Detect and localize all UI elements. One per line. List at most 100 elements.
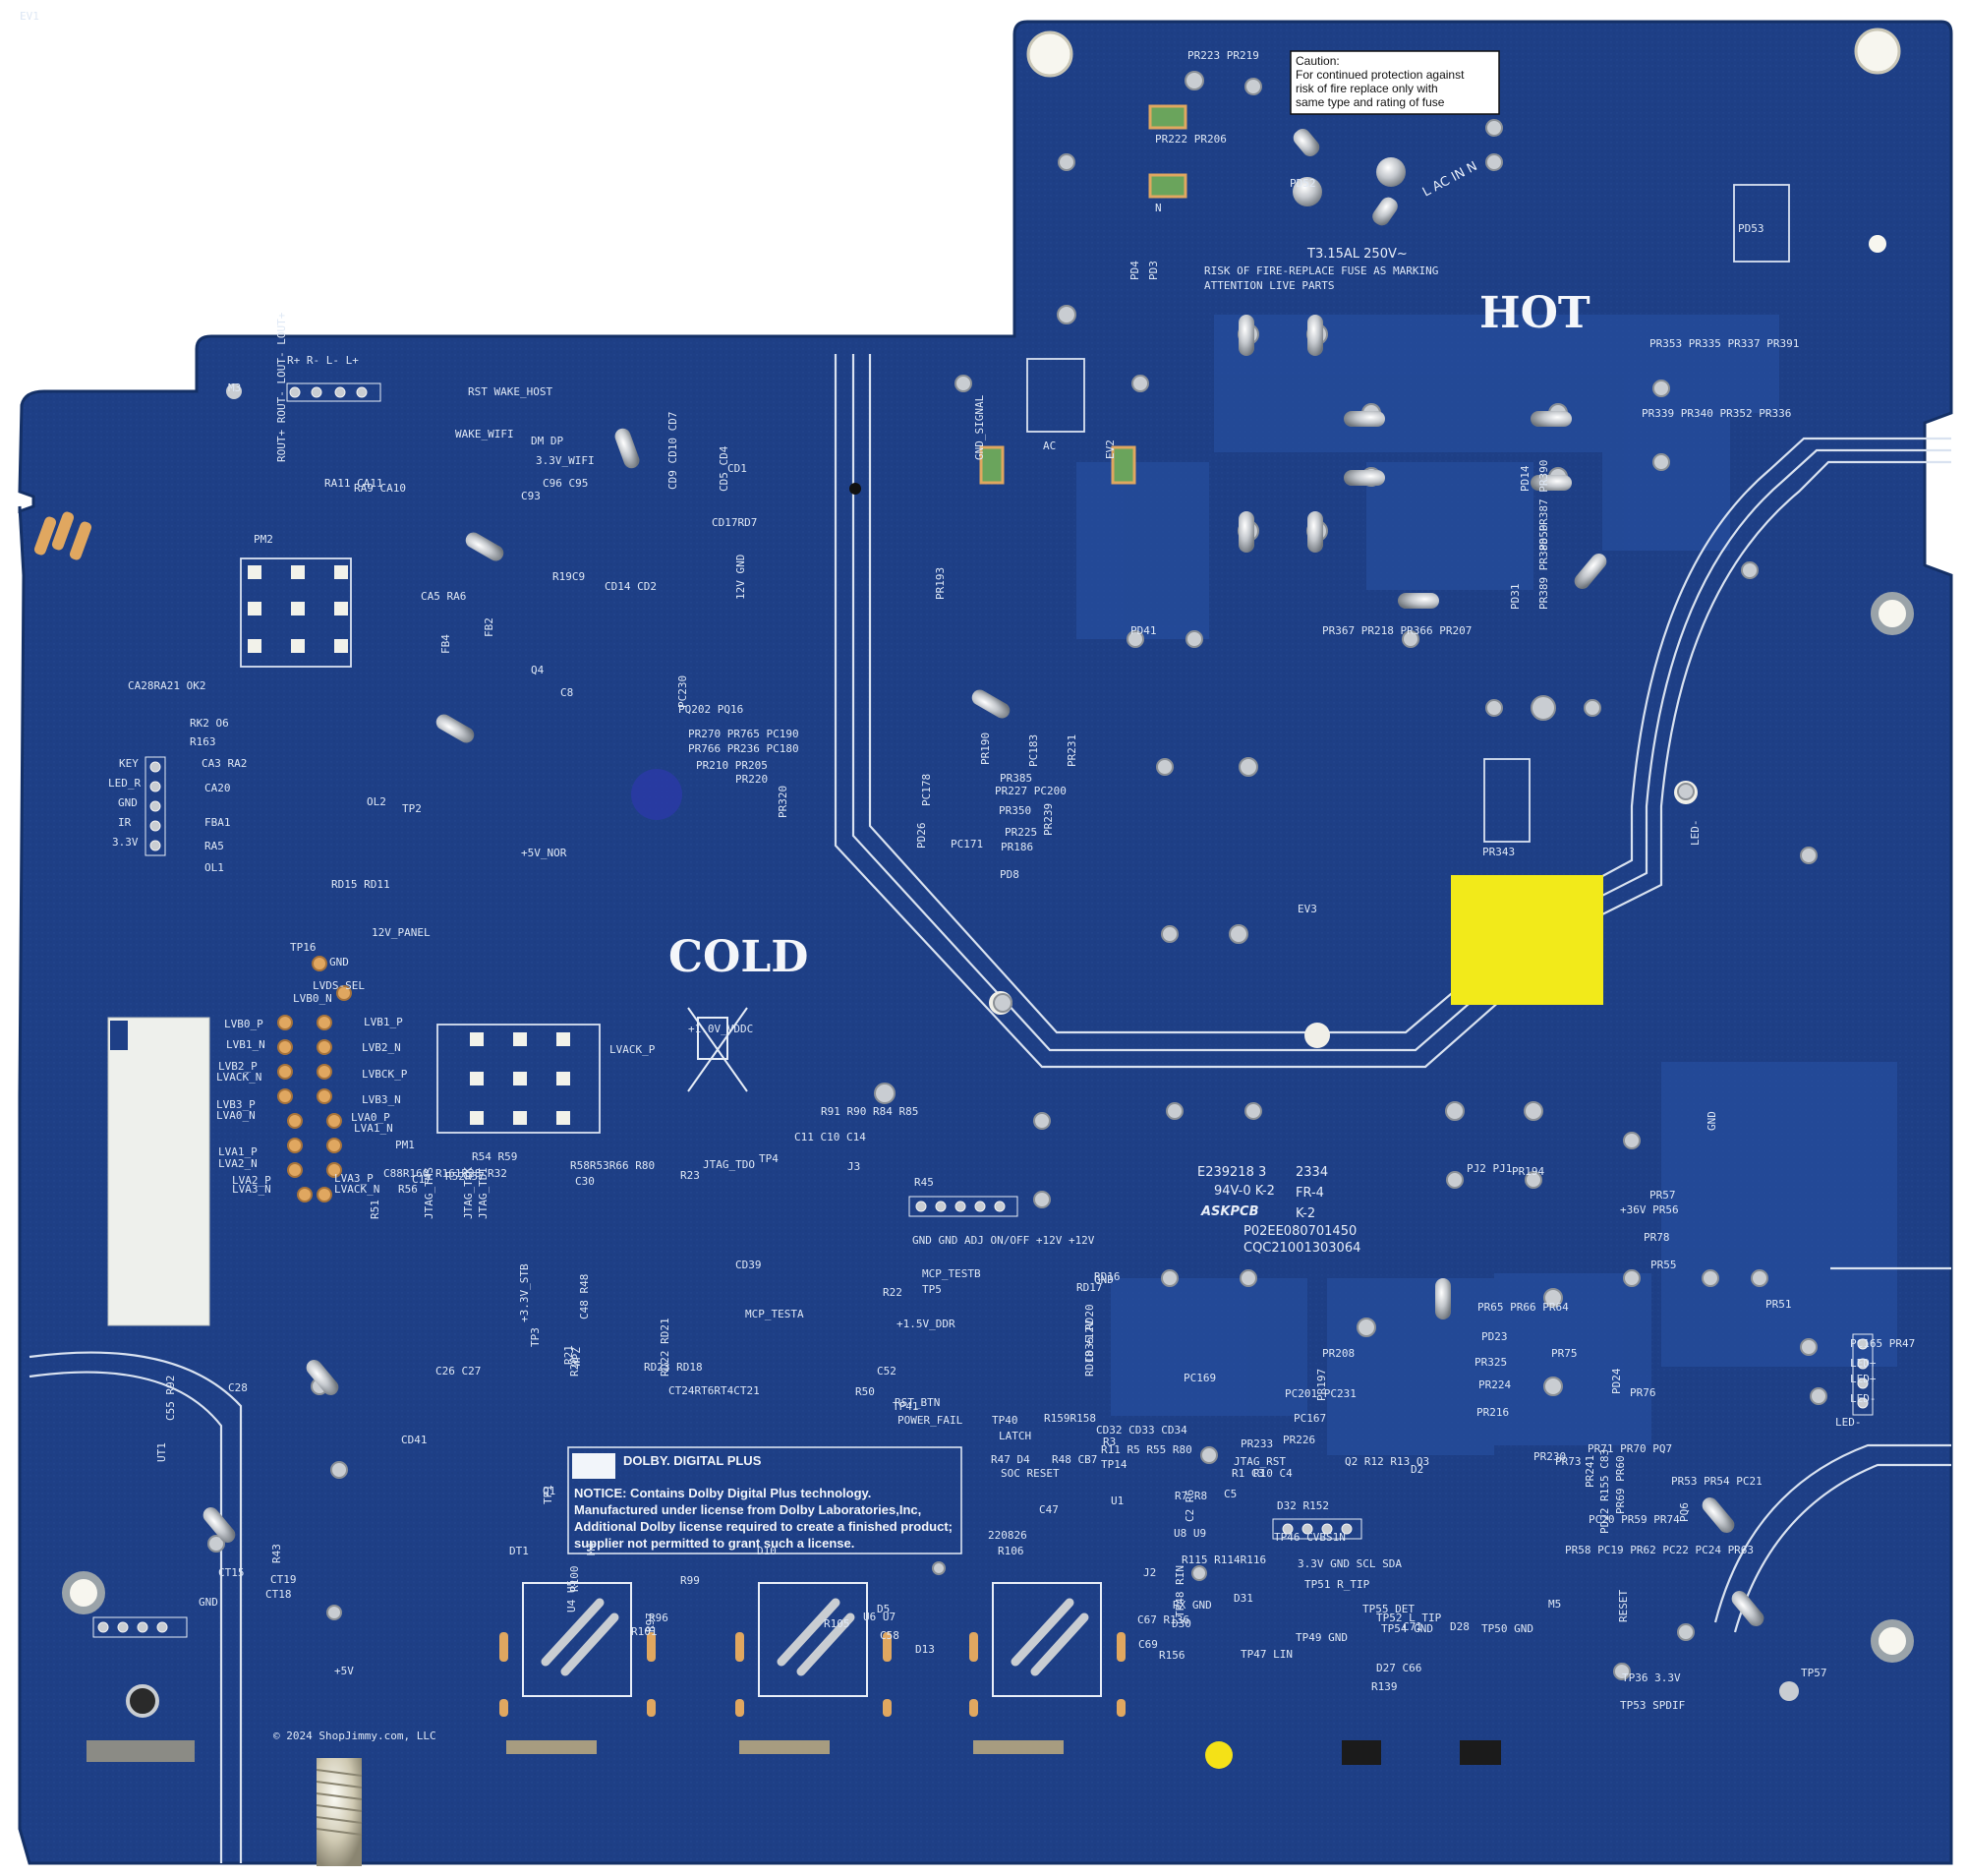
silkscreen-label: R45: [914, 1176, 934, 1189]
silkscreen-label: PQ202 PQ16: [678, 703, 743, 716]
silkscreen-label: FB2: [483, 617, 495, 637]
silkscreen-label: D31: [1234, 1592, 1253, 1605]
silkscreen-label: CT18: [265, 1588, 292, 1601]
silkscreen-label: TP5: [922, 1283, 942, 1296]
silkscreen-label: ROUT+ ROUT- LOUT- LOUT+: [275, 312, 288, 462]
silkscreen-label: M4: [585, 1542, 598, 1555]
silkscreen-label: RD22 RD21: [659, 1318, 671, 1377]
silkscreen-label: RD17: [1076, 1281, 1103, 1294]
lvds-connector: [107, 1017, 210, 1326]
silkscreen-label: U6 U7: [863, 1611, 896, 1623]
silkscreen-label: RST_BTN: [895, 1396, 940, 1409]
cold-label: COLD: [668, 932, 808, 982]
silkscreen-label: PR220: [735, 773, 768, 786]
silkscreen-label: PR76: [1630, 1386, 1656, 1399]
ink-stamp: [631, 769, 682, 820]
silkscreen-label: CD35 RD20: [1083, 1304, 1096, 1363]
silkscreen-label: LVB0_N: [293, 992, 332, 1005]
silkscreen-label: C30: [575, 1175, 595, 1188]
silkscreen-label: J3: [847, 1160, 860, 1173]
silkscreen-label: C5: [1224, 1488, 1237, 1500]
outline-boxes: [240, 184, 1790, 1134]
silkscreen-label: R7 R8: [1175, 1490, 1207, 1502]
silkscreen-label: L: [20, 10, 27, 23]
silkscreen-label: R23: [680, 1169, 700, 1182]
fuse-rating: T3.15AL 250V~: [1306, 247, 1408, 262]
silkscreen-label: PC165 PR47: [1850, 1337, 1915, 1350]
silkscreen-label: LED+: [1850, 1357, 1877, 1370]
silkscreen-label: OL1: [204, 861, 224, 874]
silkscreen-label: PD26: [915, 823, 928, 850]
silkscreen-label: Q4: [531, 664, 545, 676]
oblong-pads: [202, 315, 1764, 1626]
silkscreen-label: C47: [1039, 1503, 1059, 1516]
silkscreen-label: PR55: [1650, 1259, 1677, 1271]
silkscreen-label: RESET: [1617, 1590, 1630, 1622]
silkscreen-label: CT19: [270, 1573, 297, 1586]
silkscreen-label: DT1: [509, 1545, 529, 1557]
caution-line: same type and rating of fuse: [1296, 95, 1445, 109]
silkscreen-label: CA5 RA6: [421, 590, 466, 603]
silkscreen-label: CD14 CD2: [605, 580, 657, 593]
dolby-line: supplier not permitted to grant such a l…: [574, 1536, 854, 1551]
silkscreen-label: R96: [649, 1612, 668, 1624]
silkscreen-label: OL2: [367, 795, 386, 808]
silkscreen-label: LVB1_P: [364, 1016, 403, 1028]
silkscreen-label: PR65 PR66 PR64: [1477, 1301, 1569, 1314]
lvds-test-pads: [277, 956, 352, 1202]
silkscreen-label: PD22 R155 C83: [1598, 1449, 1611, 1534]
silkscreen-label: LED_R: [108, 777, 141, 790]
silkscreen-label: C88R160 R161R28 R32: [383, 1167, 507, 1180]
silkscreen-label: PD14: [1519, 465, 1532, 492]
silkscreen-label: RK2 O6: [190, 717, 229, 730]
silkscreen-label: R21: [562, 1345, 575, 1365]
silkscreen-label: PC230: [676, 675, 689, 708]
silkscreen-label: R3: [1103, 1436, 1116, 1448]
silkscreen-label: PR210 PR205: [696, 759, 768, 772]
silkscreen-label: LVACK_P: [609, 1043, 656, 1056]
silkscreen-label: C58: [880, 1629, 899, 1642]
silkscreen-label: RD15 RD11: [331, 878, 390, 891]
silkscreen-label: LVB2_P: [218, 1060, 258, 1073]
silkscreen-label: PR367 PR218 PR366 PR207: [1322, 624, 1472, 637]
silkscreen-label: PD53: [1738, 222, 1764, 235]
silkscreen-label: MCP_TESTA: [745, 1308, 804, 1320]
silkscreen-label: PR216: [1476, 1406, 1509, 1419]
silkscreen-label: PR197: [1315, 1369, 1328, 1401]
silkscreen-label: RA11 CA11: [324, 477, 383, 490]
silkscreen-label: +1.5V_DDR: [896, 1318, 955, 1330]
silkscreen-label: PR227 PC200: [995, 785, 1067, 797]
silkscreen-label: TP41: [893, 1400, 919, 1413]
silkscreen-label: TP55 DET: [1362, 1603, 1415, 1615]
isolation-outline: [29, 354, 1951, 1863]
silkscreen-label: LVA1_P: [218, 1145, 258, 1158]
silkscreen-label: TP14: [1101, 1458, 1128, 1471]
silkscreen-label: R47 D4: [991, 1453, 1030, 1466]
silkscreen-label: D2: [1411, 1463, 1423, 1476]
silkscreen-label: LVACK_N: [216, 1071, 261, 1084]
silkscreen-label: LVA0_N: [216, 1109, 256, 1122]
silkscreen-label: +12V: [1083, 1319, 1096, 1346]
fuse-pads: [1293, 128, 1406, 226]
hdmi-footprints: [499, 1582, 1126, 1717]
silkscreen-label: LVA2_N: [218, 1157, 258, 1170]
silkscreen-label: +5V: [334, 1665, 354, 1677]
silkscreen-label: TP57: [1801, 1667, 1827, 1679]
silkscreen-label: PC167: [1294, 1412, 1326, 1425]
silkscreen-label: R58R53R66 R80: [570, 1159, 655, 1172]
cert-text: 94V-0 K-2: [1214, 1184, 1275, 1199]
silkscreen-label: R105: [824, 1617, 850, 1630]
silkscreen-label: R1 C3: [1232, 1467, 1264, 1480]
silkscreen-label: PR194: [1512, 1165, 1544, 1178]
hot-label: HOT: [1479, 288, 1590, 338]
silkscreen-label: CD17RD7: [712, 516, 757, 529]
silkscreen-label: +3.3V_STB: [518, 1263, 531, 1322]
silkscreen-label: TP2: [402, 802, 422, 815]
power-module-pads: [248, 565, 570, 1125]
silkscreen-label: CA20: [204, 782, 231, 794]
silkscreen-label: PR224: [1478, 1378, 1511, 1391]
silkscreen-label: TP48 RIN: [1174, 1565, 1186, 1617]
silkscreen-label: PR241: [1584, 1455, 1596, 1488]
caution-line: risk of fire replace only with: [1296, 82, 1438, 95]
cert-block: E239218 3 94V-0 K-2 ASKPCB P02EE08070145…: [1197, 1165, 1360, 1256]
